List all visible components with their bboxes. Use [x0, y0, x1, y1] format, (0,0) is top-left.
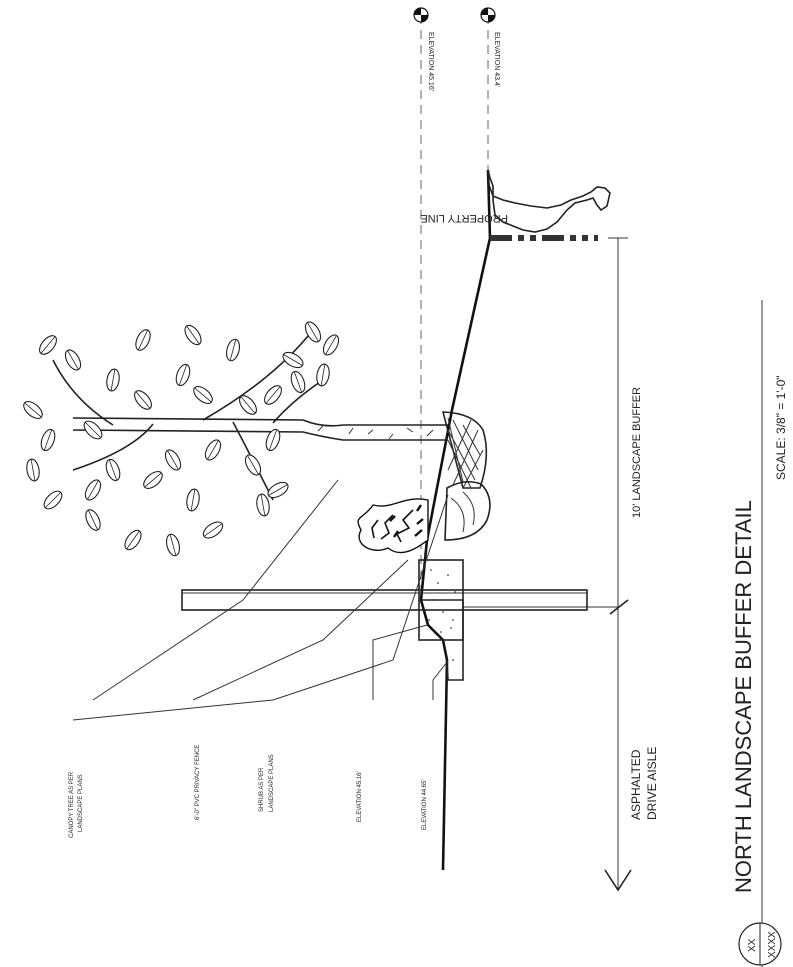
elevation-marker-2 — [480, 7, 496, 23]
scale-label: SCALE: 3/8" = 1'-0" — [774, 375, 788, 480]
elevation-label-top-2: ELEVATION 43.4' — [493, 32, 500, 87]
curb — [421, 599, 464, 681]
elevation-label-left-lower: ELEVATION 44.65' — [422, 779, 428, 830]
section-content — [23, 7, 632, 892]
fence-label: 6'-0" PVC PRIVACY FENCE — [195, 745, 201, 820]
property-line-label: PROPERTY LINE — [420, 212, 508, 224]
human-figure — [487, 169, 611, 233]
detail-tag-sheet: XXXX — [767, 931, 778, 958]
drive-aisle-label-2: DRIVE AISLE — [645, 747, 659, 820]
tree-foliage — [23, 321, 340, 557]
tree-root-ball — [441, 411, 488, 489]
detail-title: NORTH LANDSCAPE BUFFER DETAIL — [731, 500, 756, 893]
dimension-lines — [463, 237, 632, 892]
labels: ELEVATION 45.16' ELEVATION 43.4' PROPERT… — [69, 32, 788, 967]
elevation-marker-1 — [413, 7, 429, 23]
detail-tag: XX XXXX — [738, 922, 782, 966]
shrub-label-2: LANDSCAPE PLANS — [269, 754, 275, 812]
canopy-tree-label-2: LANDSCAPE PLANS — [78, 774, 84, 832]
elevation-label-left-upper: ELEVATION 45.16' — [357, 771, 363, 822]
leader-lines — [72, 479, 449, 721]
shrub — [357, 480, 491, 554]
detail-tag-number: XX — [747, 938, 758, 952]
drive-aisle-label-1: ASPHALTED — [629, 749, 643, 820]
canopy-tree-label-1: CANOPY TREE AS PER — [69, 771, 75, 838]
elevation-label-top-1: ELEVATION 45.16' — [427, 32, 434, 91]
shrub-label-1: SHRUB AS PER — [259, 767, 265, 812]
finished-grade-line — [419, 169, 492, 871]
buffer-dimension-label: 10' LANDSCAPE BUFFER — [631, 387, 643, 518]
